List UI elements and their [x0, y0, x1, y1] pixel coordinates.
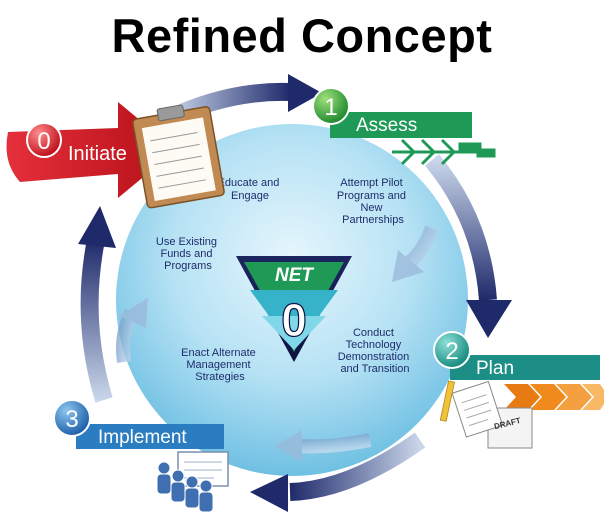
step-label-assess: Assess [356, 115, 417, 136]
step-number-badge-2 [433, 331, 471, 369]
logo-zero-digit: 0 [281, 294, 307, 346]
step-plan: 2 Plan DRAFT [433, 331, 604, 449]
step-number-badge-1 [312, 87, 350, 125]
step-implement: 3 Implement [53, 399, 229, 513]
arrow-to-initiate [80, 238, 113, 403]
arrow-head-initiate [78, 206, 116, 248]
draft-document-icon: DRAFT [439, 380, 533, 449]
logo-net-text: NET [275, 265, 314, 286]
step-label-plan: Plan [476, 358, 514, 379]
arrow-to-implement [289, 432, 426, 501]
svg-text:2: 2 [445, 338, 458, 365]
arrow-head-assess [288, 74, 322, 112]
item-attempt-pilot: Attempt Pilot Programs and New Partnersh… [337, 177, 409, 226]
assess-banner [330, 112, 472, 138]
plan-chevrons [504, 384, 604, 410]
net-zero-logo: NET 0 [236, 256, 352, 362]
outer-cycle-arrows [78, 74, 512, 512]
fishbone-icon [392, 138, 496, 166]
step-label-initiate: Initiate [68, 143, 127, 165]
team-presentation-icon [156, 451, 229, 513]
arrow-head-plan [466, 300, 512, 338]
svg-text:3: 3 [65, 406, 78, 433]
svg-text:0: 0 [37, 128, 50, 155]
item-enact-alternate: Enact Alternate Management Strategies [181, 347, 259, 383]
inner-cycle-arrows [116, 225, 439, 462]
page-title: Refined Concept [111, 9, 493, 62]
item-use-existing-funds: Use Existing Funds and Programs [156, 236, 220, 272]
arrow-head-implement [250, 474, 288, 512]
implement-banner [76, 424, 224, 449]
step-assess: 1 Assess [312, 87, 496, 166]
plan-banner [450, 355, 600, 380]
step-number-badge-0 [26, 122, 62, 158]
svg-text:1: 1 [324, 94, 337, 121]
step-label-implement: Implement [98, 427, 187, 448]
item-educate-engage: Educate and Engage [218, 177, 283, 202]
step-number-badge-3 [53, 399, 91, 437]
item-conduct-technology: Conduct Technology Demonstration and Tra… [338, 327, 413, 375]
step-initiate: 0 Initiate [6, 102, 225, 209]
arrow-to-plan [425, 154, 497, 301]
clipboard-icon [132, 104, 225, 209]
